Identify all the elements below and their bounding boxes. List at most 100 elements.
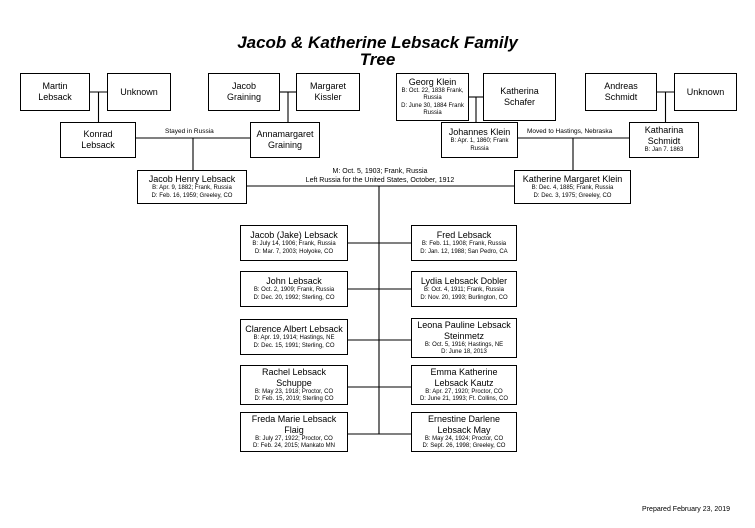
child-clarence-albert-lebsack: Clarence Albert Lebsack B: Apr. 19, 1914… <box>240 319 348 355</box>
birth-info: B: Feb. 11, 1908; Frank, Russia <box>421 241 507 247</box>
person-name: Jacob Henry Lebsack <box>148 174 236 184</box>
death-info: D: Sept. 26, 1998; Greeley, CO <box>422 443 506 449</box>
person-name: Graining <box>226 92 262 102</box>
child-leona-pauline-lebsack-steinmetz: Leona Pauline Lebsack Steinmetz B: Oct. … <box>411 318 517 358</box>
person-andreas-schmidt: Andreas Schmidt <box>585 73 657 111</box>
person-name-line-2: Flaig <box>284 424 304 435</box>
person-name: Katherine Margaret Klein <box>522 174 623 184</box>
person-name: Margaret <box>309 81 346 91</box>
person-georg-klein: Georg Klein B: Oct. 22, 1838 Frank, Russ… <box>396 73 469 121</box>
birth-info: B: Oct. 2, 1909; Frank, Russia <box>253 287 335 293</box>
birth-place: Russia <box>470 145 489 152</box>
person-name: Schmidt <box>604 92 638 102</box>
person-jacob-henry-lebsack: Jacob Henry Lebsack B: Apr. 9, 1882; Fra… <box>137 170 247 204</box>
death-info: D: June 18, 2013 <box>441 349 487 355</box>
death-info: D: Jan. 12, 1988; San Pedro, CA <box>420 248 508 255</box>
birth-info: B: Oct. 5, 1916; Hastings, NE <box>424 341 504 348</box>
person-name: Ernestine Darlene <box>427 413 501 424</box>
prepared-date: Prepared February 23, 2019 <box>642 506 730 513</box>
person-name: Leona Pauline Lebsack <box>417 319 511 330</box>
death-info: D: June 21, 1993; Ft. Collins, CO <box>419 396 509 402</box>
birth-info: B: Dec. 4, 1885; Frank, Russia <box>531 185 614 191</box>
birth-info: B: July 14, 1906; Frank, Russia <box>252 241 336 247</box>
person-name: Kissler <box>314 92 342 102</box>
child-fred-lebsack: Fred Lebsack B: Feb. 11, 1908; Frank, Ru… <box>411 225 517 261</box>
death-info: D: Nov. 20, 1993; Burlington, CO <box>420 294 508 301</box>
death-info: D: June 30, 1884 Frank <box>401 102 464 109</box>
death-info: D: Dec. 3, 1975; Greeley, CO <box>533 192 612 199</box>
birth-info: B: May 23, 1918; Proctor, CO <box>254 388 334 395</box>
birth-info: B: Apr. 27, 1920; Proctor, CO <box>425 388 503 395</box>
person-name-line-2: Schuppe <box>276 377 312 388</box>
person-name: Jacob <box>231 81 257 91</box>
death-info: D: Feb. 24, 2015; Mankato MN <box>252 443 336 449</box>
person-name: Clarence Albert Lebsack <box>245 324 343 334</box>
title-line-1: Jacob & Katherine Lebsack Family <box>237 33 518 52</box>
person-unknown-right: Unknown <box>674 73 737 111</box>
note-stayed-in-russia: Stayed in Russia <box>165 128 214 135</box>
person-name: Fred Lebsack <box>436 230 492 240</box>
note-marriage: M: Oct. 5, 1903; Frank, Russia <box>332 168 428 175</box>
person-konrad-lebsack: Konrad Lebsack <box>60 122 136 158</box>
birth-info: B: July 27, 1922; Proctor, CO <box>255 435 333 442</box>
person-name: Freda Marie Lebsack <box>251 413 337 424</box>
child-jacob-jake-lebsack: Jacob (Jake) Lebsack B: July 14, 1906; F… <box>240 225 348 261</box>
person-name: Johannes Klein <box>448 127 511 137</box>
person-name: Unknown <box>686 86 725 97</box>
person-name: Georg Klein <box>408 76 457 87</box>
note-moved-to-hastings: Moved to Hastings, Nebraska <box>527 128 613 135</box>
person-johannes-klein: Johannes Klein B: Apr. 1, 1860; Frank Ru… <box>441 122 518 158</box>
child-rachel-lebsack-schuppe: Rachel Lebsack Schuppe B: May 23, 1918; … <box>240 365 348 405</box>
person-name: Rachel Lebsack <box>261 366 327 377</box>
person-name: Andreas <box>604 81 638 91</box>
child-john-lebsack: John Lebsack B: Oct. 2, 1909; Frank, Rus… <box>240 271 348 307</box>
birth-info: B: Apr. 1, 1860; Frank <box>450 138 509 144</box>
person-name: Graining <box>267 140 303 150</box>
birth-info: B: Apr. 19, 1914; Hastings, NE <box>253 335 335 341</box>
title-line-2: Tree <box>359 50 396 69</box>
person-name: Lebsack <box>81 140 115 150</box>
person-katherina-schafer: Katherina Schafer <box>483 73 556 121</box>
child-freda-marie-lebsack-flaig: Freda Marie Lebsack Flaig B: July 27, 19… <box>240 412 348 452</box>
person-martin-lebsack: Martin Lebsack <box>20 73 90 111</box>
death-info: D: Dec. 15, 1991; Sterling, CO <box>253 342 335 349</box>
person-name: Schmidt <box>647 136 681 147</box>
note-left-russia: Left Russia for the United States, Octob… <box>305 177 455 184</box>
person-name: John Lebsack <box>266 276 322 286</box>
person-name: Emma Katherine <box>430 366 498 377</box>
birth-info: B: Oct. 22, 1838 Frank, <box>401 87 464 94</box>
person-name: Konrad <box>83 129 113 139</box>
person-name: Lydia Lebsack Dobler <box>420 276 508 286</box>
person-name: Martin <box>42 81 68 91</box>
birth-place: Russia <box>423 95 442 101</box>
child-lydia-lebsack-dobler: Lydia Lebsack Dobler B: Oct. 4, 1911; Fr… <box>411 271 517 307</box>
person-name: Katherina <box>500 86 539 96</box>
person-name: Katharina <box>644 125 684 136</box>
person-name-line-2: Lebsack May <box>437 424 491 435</box>
person-name: Lebsack <box>38 92 72 102</box>
person-name-line-2: Lebsack Kautz <box>434 377 494 388</box>
birth-info: B: Jan 7. 1863 <box>644 147 684 154</box>
death-info: D: Feb. 15, 2019; Sterling CO <box>254 396 334 402</box>
death-info: D: Dec. 20, 1992; Sterling, CO <box>253 294 335 301</box>
death-info: D: Mar. 7, 2003; Holyoke, CO <box>254 248 334 255</box>
person-unknown-left: Unknown <box>107 73 171 111</box>
birth-info: B: May 24, 1924; Proctor, CO <box>424 435 504 442</box>
child-ernestine-darlene-lebsack-may: Ernestine Darlene Lebsack May B: May 24,… <box>411 412 517 452</box>
birth-info: B: Apr. 9, 1882; Frank, Russia <box>152 185 232 191</box>
birth-info: B: Oct. 4, 1911; Frank, Russia <box>424 287 504 293</box>
person-jacob-graining: Jacob Graining <box>208 73 280 111</box>
person-name-line-2: Steinmetz <box>443 330 485 341</box>
person-margaret-kissler: Margaret Kissler <box>296 73 360 111</box>
death-place: Russia <box>423 110 442 116</box>
person-katharina-schmidt: Katharina Schmidt B: Jan 7. 1863 <box>629 122 699 158</box>
person-annamargaret-graining: Annamargaret Graining <box>250 122 320 158</box>
person-name: Schafer <box>503 97 536 107</box>
person-katherine-margaret-klein: Katherine Margaret Klein B: Dec. 4, 1885… <box>514 170 631 204</box>
death-info: D: Feb. 16, 1959; Greeley, CO <box>151 192 233 199</box>
person-name: Jacob (Jake) Lebsack <box>250 230 338 240</box>
person-name: Annamargaret <box>256 129 314 139</box>
child-emma-katherine-lebsack-kautz: Emma Katherine Lebsack Kautz B: Apr. 27,… <box>411 365 517 405</box>
person-name: Unknown <box>120 86 158 97</box>
